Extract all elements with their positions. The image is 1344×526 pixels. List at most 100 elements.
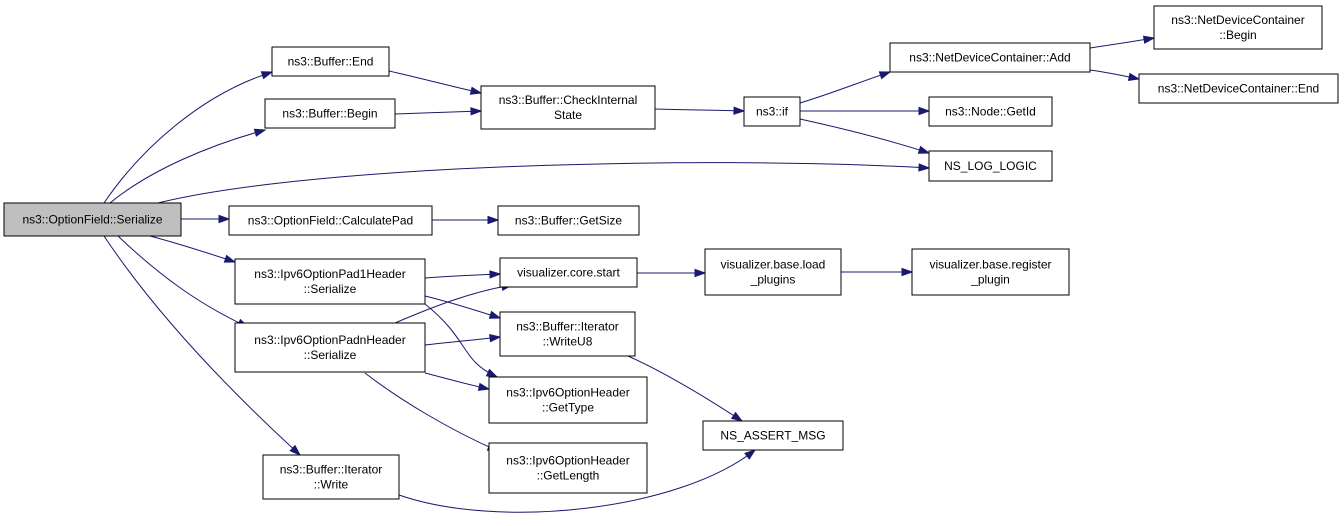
edge-serialize-to-pad1-arrowhead	[223, 254, 237, 263]
node-label: ::GetLength	[537, 469, 600, 483]
edge-ndc-add-to-ndc-end-arrowhead	[1127, 72, 1141, 81]
node-label: ns3::Buffer::Iterator	[280, 463, 383, 477]
node-box	[488, 442, 648, 494]
edge-buf-end-to-check-internal-arrowhead	[469, 86, 483, 95]
node-box	[928, 96, 1053, 127]
node-label: NS_LOG_LOGIC	[944, 159, 1037, 173]
node-box	[497, 205, 640, 236]
edge-write-u8-to-ns-assert	[627, 355, 743, 422]
node-box	[488, 376, 648, 424]
node-label: ns3::Ipv6OptionPad1Header	[254, 267, 405, 281]
node-box	[1138, 73, 1339, 104]
node-vis-register[interactable]: visualizer.base.register_plugin	[911, 248, 1070, 296]
node-padn[interactable]: ns3::Ipv6OptionPadnHeader::Serialize	[234, 322, 426, 373]
node-buf-getsize[interactable]: ns3::Buffer::GetSize	[497, 205, 640, 236]
edge-if-to-ndc-add-arrowhead	[878, 71, 892, 80]
node-label: ns3::NetDeviceContainer	[1171, 13, 1304, 27]
edge-padn-to-vis-start	[394, 284, 513, 324]
node-box	[704, 248, 842, 296]
node-ndc-begin[interactable]: ns3::NetDeviceContainer::Begin	[1153, 5, 1323, 50]
edge-serialize-to-buf-end	[103, 71, 273, 204]
edge-vis-load-to-vis-register-arrowhead	[901, 267, 914, 277]
edge-padn-to-write-u8	[424, 336, 501, 346]
node-label: _plugins	[750, 273, 796, 287]
edge-pad1-to-get-type-arrowhead	[485, 368, 499, 378]
node-label: ::Serialize	[304, 348, 357, 362]
node-label: ns3::Buffer::CheckInternal	[499, 93, 638, 107]
node-label: ns3::if	[756, 105, 789, 119]
node-label: ::WriteU8	[543, 335, 593, 349]
node-label: ns3::Buffer::Begin	[282, 107, 377, 121]
node-box	[264, 98, 396, 129]
node-ns-log-logic[interactable]: NS_LOG_LOGIC	[928, 150, 1053, 182]
node-label: visualizer.core.start	[517, 266, 620, 280]
node-label: ns3::Buffer::End	[288, 55, 374, 69]
node-vis-load[interactable]: visualizer.base.load_plugins	[704, 248, 842, 296]
node-ns-assert[interactable]: NS_ASSERT_MSG	[702, 420, 844, 451]
node-write-u8[interactable]: ns3::Buffer::Iterator::WriteU8	[499, 311, 636, 357]
node-label: ::Serialize	[304, 282, 357, 296]
node-label: ns3::Ipv6OptionPadnHeader	[254, 333, 405, 347]
node-box	[928, 150, 1053, 182]
edge-check-internal-to-if	[654, 108, 745, 112]
node-label: visualizer.base.register	[929, 258, 1051, 272]
edge-serialize-to-calc-pad-arrowhead	[218, 214, 231, 224]
node-serialize[interactable]: ns3::OptionField::Serialize	[3, 202, 182, 237]
edge-serialize-to-buf-begin-arrowhead	[253, 128, 267, 137]
edge-serialize-to-pad1	[149, 235, 236, 263]
edge-iter-write-to-ns-assert	[398, 449, 756, 513]
node-label: _plugin	[970, 273, 1010, 287]
node-box	[1153, 5, 1323, 50]
node-label: ns3::Ipv6OptionHeader	[506, 386, 629, 400]
edge-serialize-to-buf-begin	[109, 129, 266, 204]
node-get-length[interactable]: ns3::Ipv6OptionHeader::GetLength	[488, 442, 648, 494]
edge-ndc-add-to-ndc-begin-arrowhead	[1142, 35, 1156, 44]
node-box	[911, 248, 1070, 296]
node-get-type[interactable]: ns3::Ipv6OptionHeader::GetType	[488, 376, 648, 424]
node-box	[889, 42, 1091, 73]
node-buf-begin[interactable]: ns3::Buffer::Begin	[264, 98, 396, 129]
node-label: ns3::NetDeviceContainer::End	[1158, 82, 1319, 96]
node-buf-end[interactable]: ns3::Buffer::End	[271, 46, 390, 77]
edge-padn-to-get-type-arrowhead	[477, 382, 491, 391]
node-ndc-end[interactable]: ns3::NetDeviceContainer::End	[1138, 73, 1339, 104]
edge-pad1-to-vis-start	[424, 273, 501, 279]
node-box	[743, 96, 801, 127]
edge-serialize-to-ns-log-logic-arrowhead	[918, 163, 931, 172]
node-label: ::Begin	[1219, 28, 1256, 42]
node-node-getid[interactable]: ns3::Node::GetId	[928, 96, 1053, 127]
edge-padn-to-write-u8-arrowhead	[489, 334, 502, 343]
edge-padn-to-get-length	[364, 372, 499, 452]
edge-if-to-node-getid-arrowhead	[918, 106, 931, 116]
node-label: NS_ASSERT_MSG	[720, 429, 825, 443]
node-box	[262, 454, 400, 500]
node-box	[234, 322, 426, 373]
edge-pad1-to-write-u8-arrowhead	[488, 310, 502, 319]
call-graph-nodes: ns3::OptionField::Serializens3::Buffer::…	[3, 5, 1339, 500]
node-vis-start[interactable]: visualizer.core.start	[499, 257, 638, 288]
edge-if-to-ndc-add	[799, 71, 891, 104]
node-ndc-add[interactable]: ns3::NetDeviceContainer::Add	[889, 42, 1091, 73]
edge-pad1-to-vis-start-arrowhead	[489, 270, 502, 279]
node-pad1[interactable]: ns3::Ipv6OptionPad1Header::Serialize	[234, 258, 426, 305]
node-box	[499, 311, 636, 357]
edge-serialize-to-buf-end-arrowhead	[260, 71, 274, 80]
node-calc-pad[interactable]: ns3::OptionField::CalculatePad	[228, 205, 433, 236]
edge-vis-start-to-vis-load-arrowhead	[694, 268, 707, 278]
edge-iter-write-to-ns-assert-arrowhead	[744, 449, 757, 460]
node-iter-write[interactable]: ns3::Buffer::Iterator::Write	[262, 454, 400, 500]
node-if[interactable]: ns3::if	[743, 96, 801, 127]
edge-if-to-ns-log-logic-arrowhead	[917, 145, 931, 154]
node-box	[702, 420, 844, 451]
edge-pad1-to-get-type	[424, 303, 498, 378]
edge-serialize-to-iter-write	[103, 235, 301, 456]
edge-buf-end-to-check-internal	[388, 70, 482, 94]
node-box	[3, 202, 182, 237]
edge-calc-pad-to-buf-getsize-arrowhead	[487, 215, 500, 225]
node-label: ::GetType	[542, 401, 594, 415]
edge-check-internal-to-if-arrowhead	[733, 106, 746, 115]
edge-write-u8-to-ns-assert-arrowhead	[730, 411, 744, 422]
node-label: ns3::Buffer::Iterator	[516, 320, 619, 334]
